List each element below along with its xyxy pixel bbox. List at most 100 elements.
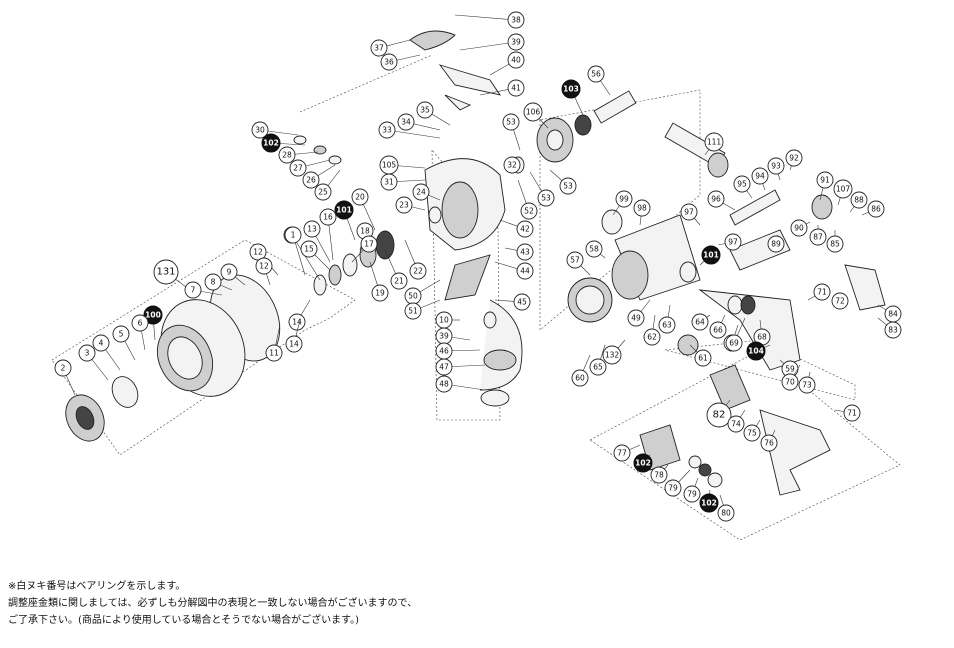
part-number-label: 101 [703,251,719,260]
part-badge [602,345,622,365]
callout-part-28: 28 [278,146,319,164]
part-badge [503,156,521,174]
part-badge [516,243,534,261]
part-number-label: 86 [871,205,881,214]
leader-line [459,41,517,51]
callout-part-40: 40 [489,51,525,76]
callout-part-87: 87 [809,225,827,246]
part-badge [790,219,808,237]
part-badge [706,402,732,428]
callout-part-16: 16 [319,208,337,261]
part-badge [627,309,645,327]
callout-part-61: 61 [689,344,712,367]
part-number-label: 69 [729,339,739,348]
part-badge [767,157,785,175]
part-number-label: 56 [591,70,601,79]
callout-part-97: 97 [717,233,742,251]
notes-block: ※白ヌキ番号はベアリングを示します。 調整座金類に関しましては、必ずしも分解図中… [8,578,417,629]
part-number-label: 41 [511,84,521,93]
part-badge [707,190,725,208]
part-badge [813,283,831,301]
part-number-label: 9 [227,268,232,277]
part-number-label: 74 [731,420,741,429]
part-number-label: 14 [292,318,302,327]
part-number-label: 57 [570,256,580,265]
callout-part-15: 15 [300,240,331,271]
rotor [424,158,506,301]
callout-part-6: 6 [131,314,149,351]
part-badge [314,183,332,201]
part-number-label: 98 [637,204,647,213]
part-number-label: 64 [695,318,705,327]
part-number-label: 60 [575,374,585,383]
callout-part-99: 99 [612,190,633,216]
part-number-label: 68 [757,333,767,342]
callout-part-19: 19 [369,261,389,302]
part-number-label: 45 [517,298,527,307]
part-badge [523,102,543,122]
part-number-label: 47 [439,363,449,372]
callout-part-73: 73 [798,371,816,394]
group-outlines [51,54,901,541]
part-number-label: 48 [439,380,449,389]
callout-part-44: 44 [494,261,534,280]
part-badge [613,444,631,462]
part-badge [278,146,296,164]
part-badge [395,196,413,214]
callout-part-13: 13 [303,220,331,263]
part-badge [633,199,651,217]
part-number-label: 27 [293,164,303,173]
part-number-label: 23 [399,201,409,210]
part-number-label: 5 [119,330,124,339]
part-number-label: 13 [307,225,317,234]
part-badge [743,424,761,442]
callout-part-24: 24 [412,183,441,201]
part-badge [412,183,430,201]
callout-part-35: 35 [416,101,451,126]
part-number-label: 52 [524,207,534,216]
part-number-label: 92 [789,154,799,163]
part-badge [516,220,534,238]
part-badge [643,328,661,346]
part-number-label: 53 [563,182,573,191]
part-number-label: 12 [253,248,263,257]
callout-part-101: 101 [334,200,356,241]
part-badge [520,202,538,220]
part-number-label: 105 [382,161,397,170]
part-badge [717,504,735,522]
part-number-label: 99 [619,195,629,204]
part-number-label: 91 [820,176,830,185]
part-number-label: 20 [355,193,365,202]
part-badge [585,240,603,258]
callout-part-83: 83 [877,317,902,339]
part-number-label: 101 [336,206,352,215]
callout-part-88: 88 [849,191,868,213]
callout-part-56: 56 [587,65,611,96]
callout-part-131: 131 [153,259,191,291]
part-badge [184,281,202,299]
part-number-label: 34 [401,118,411,127]
part-number-label: 11 [269,349,279,358]
callout-part-106: 106 [523,102,549,129]
callout-part-3: 3 [78,344,109,381]
part-badge [507,51,525,69]
part-number-label: 44 [520,267,530,276]
part-number-label: 63 [662,321,672,330]
part-badge [850,191,868,209]
part-badge [507,33,525,51]
callout-part-82: 82 [706,399,732,428]
part-number-label: 61 [698,354,708,363]
part-badge [571,369,589,387]
handle-assembly [639,364,831,496]
part-number-label: 1 [291,231,296,240]
part-badge [694,349,712,367]
callout-part-100: 100 [143,305,163,341]
part-number-label: 39 [511,38,521,47]
callout-part-12: 12 [249,243,279,276]
callout-part-17: 17 [351,235,378,263]
part-badge [760,434,778,452]
part-number-label: 25 [318,188,328,197]
callout-part-36: 36 [380,53,421,71]
callout-part-107: 107 [833,179,853,206]
part-badge [351,188,369,206]
